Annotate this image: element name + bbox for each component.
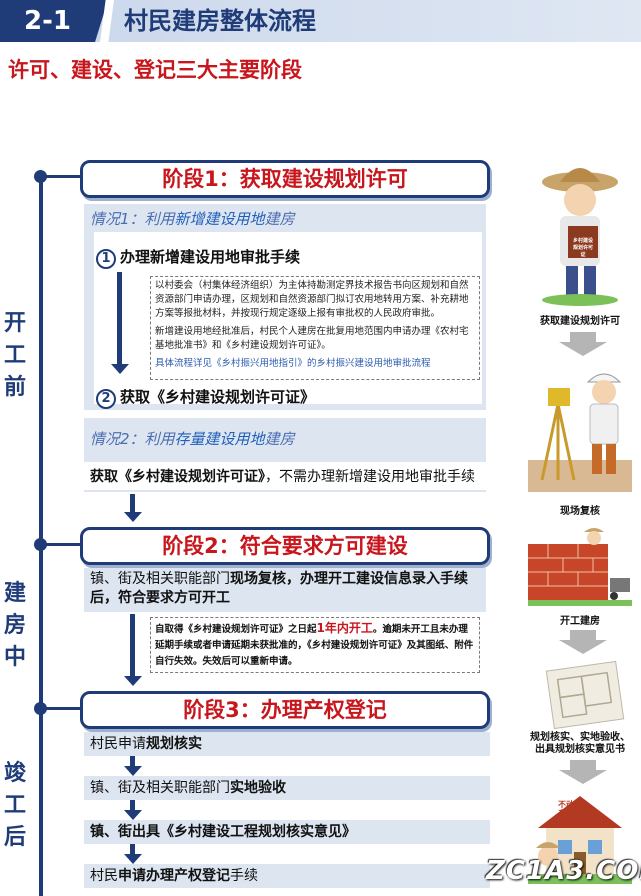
side-label-during: 建房中: [3, 581, 26, 670]
illustration-caption-1: 获取建设规划许可: [540, 316, 620, 327]
house-registration-illustration: [528, 796, 632, 884]
stage2-panel: [84, 568, 486, 612]
stage3-arrow-1-shaft: [130, 756, 135, 766]
side-label-before: 开工前: [3, 311, 26, 400]
page-title: 村民建房整体流程: [124, 7, 316, 35]
farmer-with-permit-illustration: [542, 168, 618, 306]
stage2-title: 阶段2：符合要求方可建设: [80, 527, 490, 565]
stage3-row-4: 村民申请办理产权登记手续: [84, 864, 490, 888]
stage3-title: 阶段3：办理产权登记: [80, 691, 490, 729]
timeline-connector-2: [41, 543, 81, 546]
section-number: 2-1: [0, 0, 108, 42]
illustration-caption-5: 不动产登记: [558, 800, 574, 827]
stage3-arrow-3-shaft: [130, 844, 135, 854]
stage2-body: 镇、街及相关职能部门现场复核，办理开工建设信息录入手续后，符合要求方可开工: [90, 571, 468, 606]
timeline-dot-2: [34, 538, 47, 551]
grey-arrow-2-head: [559, 640, 607, 654]
surveyor-illustration: [528, 373, 632, 492]
stage1-title: 阶段1：获取建设规划许可: [80, 160, 490, 198]
illustration-caption-3: 开工建房: [560, 616, 600, 627]
grey-arrow-2-bar: [570, 630, 596, 640]
blueprint-illustration: [545, 660, 625, 730]
timeline-connector-3: [41, 707, 81, 710]
detail-paragraph-1: 以村委会（村集体经济组织）为主体持勘测定界技术报告书向区规划和自然资源部门申请办…: [155, 280, 469, 319]
stage1-to-2-arrow-shaft: [130, 494, 135, 512]
grey-arrow-3-head: [559, 770, 607, 784]
stage2-notice-box: 自取得《乡村建设规划许可证》之日起1年内开工。逾期未开工且未办理延期手续或者申请…: [150, 617, 480, 673]
stage2-arrow-shaft: [130, 614, 135, 676]
case2-title: 情况2：利用存量建设用地建房: [90, 430, 295, 448]
watermark: ZC1A3.COM: [486, 856, 641, 886]
stage3-arrow-2-shaft: [130, 800, 135, 810]
grey-arrow-1-bar: [570, 332, 596, 342]
side-label-after: 竣工后: [3, 761, 26, 850]
timeline-line: [39, 176, 43, 896]
case1-arrow-shaft: [117, 272, 122, 364]
stage1-to-2-arrow-head: [124, 512, 142, 522]
detail-footnote: 具体流程详见《乡村振兴用地指引》的乡村振兴建设用地审批流程: [155, 358, 431, 369]
grey-arrow-1-head: [559, 342, 607, 356]
stage3-arrow-2-head: [124, 810, 142, 820]
permit-board-text: 乡村建设规划许可证: [572, 238, 593, 258]
stage3-arrow-1-head: [124, 766, 142, 776]
grey-arrow-3-bar: [570, 760, 596, 770]
timeline-dot-1: [34, 170, 47, 183]
page-subtitle: 许可、建设、登记三大主要阶段: [8, 58, 302, 82]
stage3-row-2: 镇、街及相关职能部门实地验收: [84, 776, 490, 800]
case1-title: 情况1：利用新增建设用地建房: [90, 210, 295, 228]
timeline-dot-3: [34, 702, 47, 715]
stage2-arrow-head: [124, 676, 142, 686]
illustration-caption-4: 规划核实、实地验收、出具规划核实意见书: [530, 732, 630, 755]
illustration-caption-2: 现场复核: [560, 506, 600, 517]
stage3-row-1: 村民申请规划核实: [84, 732, 490, 756]
timeline-connector-1: [41, 175, 81, 178]
detail-paragraph-2: 新增建设用地经批准后，村民个人建房在批复用地范围内申请办理《农村宅基地批准书》和…: [155, 326, 469, 351]
case2-line: 获取《乡村建设规划许可证》，不需办理新增建设用地审批手续: [90, 469, 475, 485]
case1-arrow-head: [111, 364, 129, 374]
stage3-row-3: 镇、街出具《乡村建设工程规划核实意见》: [84, 820, 490, 844]
construction-illustration: [528, 528, 632, 606]
stage3-arrow-3-head: [124, 854, 142, 864]
case2-inner-box: [84, 462, 486, 490]
step-number-1: 1: [96, 249, 116, 269]
case1-detail-box: 以村委会（村集体经济组织）为主体持勘测定界技术报告书向区规划和自然资源部门申请办…: [150, 276, 480, 380]
step-number-2: 2: [96, 389, 116, 409]
